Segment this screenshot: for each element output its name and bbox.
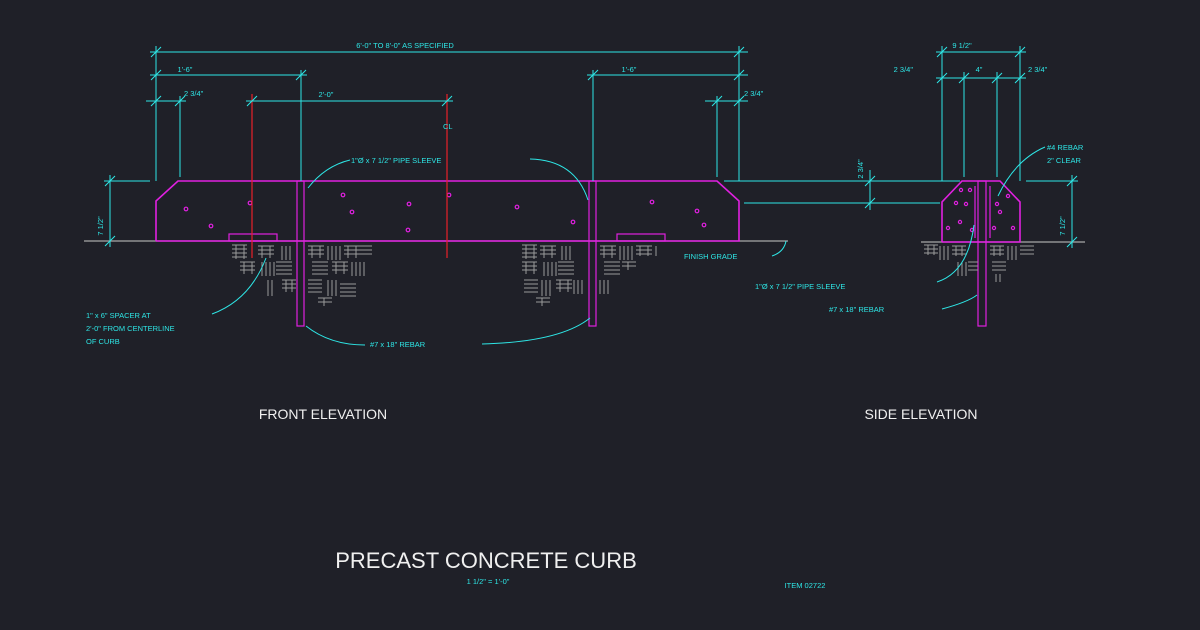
dim-side-center: 4" xyxy=(976,65,983,74)
front-elevation-title: FRONT ELEVATION xyxy=(259,406,387,422)
dim-left-end: 1'-6" xyxy=(178,65,193,74)
curb-outline-side xyxy=(941,180,1021,243)
dim-side-width: 9 1/2" xyxy=(952,41,972,50)
dim-side-top: 2 3/4" xyxy=(856,159,865,179)
side-elevation xyxy=(921,180,1085,327)
spacer-right xyxy=(616,233,666,242)
dim-left-offset: 2 3/4" xyxy=(184,89,204,98)
pipe-sleeve-front-label: 1"Ø x 7 1/2" PIPE SLEEVE xyxy=(351,156,441,165)
dim-overall-length: 6'-0" TO 8'-0" AS SPECIFIED xyxy=(356,41,454,50)
leader-lines xyxy=(211,146,1046,346)
rebar-4-clear-label: 2" CLEAR xyxy=(1047,156,1082,165)
drawing-item-number: ITEM 02722 xyxy=(785,581,826,590)
aggregate-dots-side xyxy=(945,187,1016,233)
drawing-scale: 1 1/2" = 1'-0" xyxy=(467,577,510,586)
dim-height-front: 7 1/2" xyxy=(96,216,105,236)
rebar-side xyxy=(977,180,987,327)
finish-grade-label: FINISH GRADE xyxy=(684,252,737,261)
front-elevation xyxy=(84,94,788,327)
drawing-title: PRECAST CONCRETE CURB xyxy=(335,548,637,573)
dim-right-end: 1'-6" xyxy=(622,65,637,74)
soil-hatch-left xyxy=(232,244,372,306)
curb-outline-front xyxy=(155,180,740,242)
dimension-lines-side xyxy=(724,46,1078,248)
rebar-4-label: #4 REBAR xyxy=(1047,143,1084,152)
spacer-label-line3: OF CURB xyxy=(86,337,120,346)
spacer-label-line1: 1" x 6" SPACER AT xyxy=(86,311,151,320)
rebar-side-label: #7 x 18" REBAR xyxy=(829,305,885,314)
spacer-label-line2: 2'-0" FROM CENTERLINE xyxy=(86,324,175,333)
soil-hatch-side xyxy=(924,244,1034,282)
rebar-right-front xyxy=(588,180,597,327)
dim-height-side: 7 1/2" xyxy=(1058,216,1067,236)
side-elevation-title: SIDE ELEVATION xyxy=(864,406,977,422)
dim-spacer-spacing: 2'-0" xyxy=(319,90,334,99)
rebar-left-front xyxy=(296,180,305,327)
dimension-lines-front xyxy=(104,46,748,247)
dim-side-right: 2 3/4" xyxy=(1028,65,1048,74)
spacer-left xyxy=(228,233,278,242)
soil-hatch-right xyxy=(522,244,657,306)
rebar-front-label: #7 x 18" REBAR xyxy=(370,340,426,349)
centerline-label: CL xyxy=(443,122,453,131)
dim-right-offset: 2 3/4" xyxy=(744,89,764,98)
aggregate-dots-front xyxy=(183,192,707,233)
pipe-sleeve-side-label: 1"Ø x 7 1/2" PIPE SLEEVE xyxy=(755,282,845,291)
dim-side-left: 2 3/4" xyxy=(894,65,914,74)
